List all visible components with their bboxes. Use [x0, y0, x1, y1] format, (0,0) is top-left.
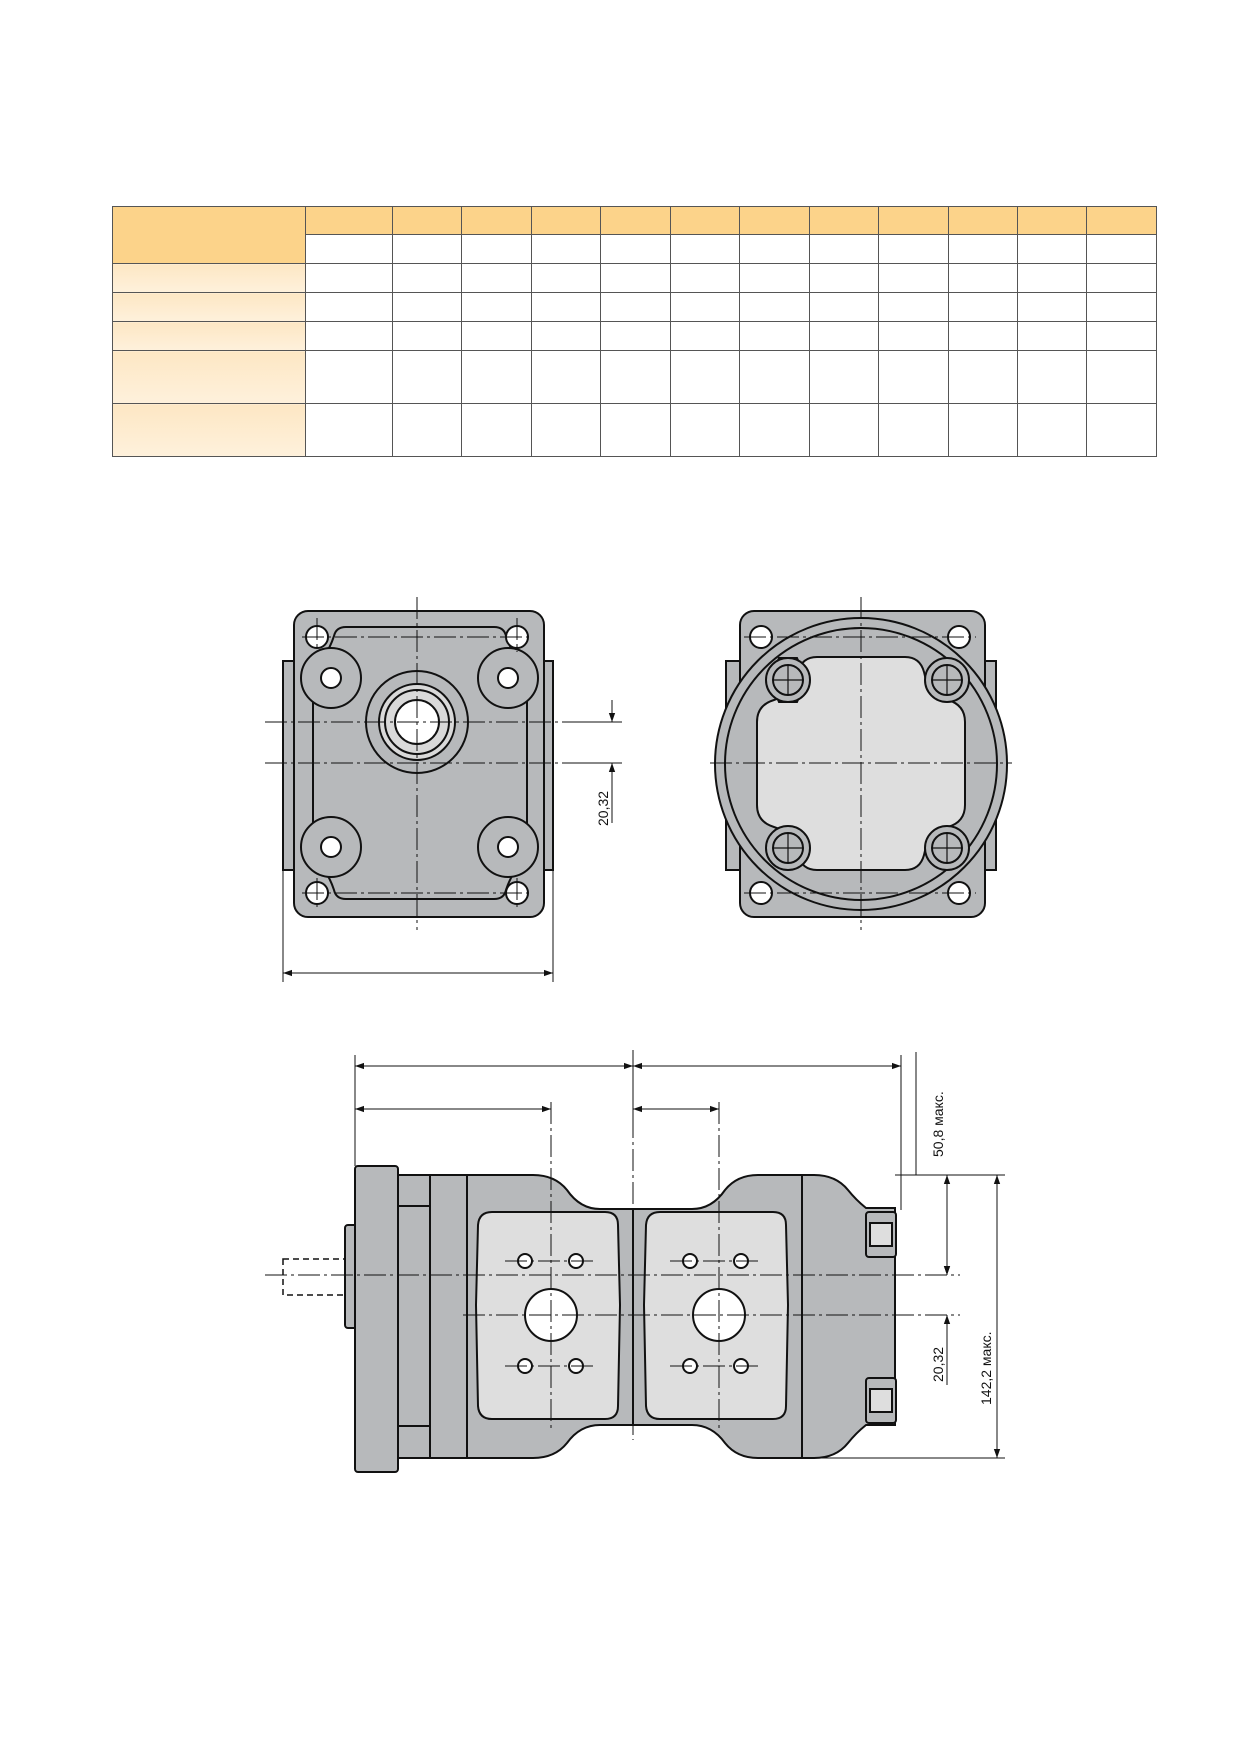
table-cell	[530, 234, 602, 264]
side-offset-dimension: 20,32	[930, 1347, 946, 1382]
table-cell	[808, 263, 880, 293]
table-cell	[947, 234, 1019, 264]
table-cell	[947, 403, 1019, 457]
table-cell	[305, 350, 393, 404]
header-cell	[878, 206, 949, 235]
mounting-flange	[354, 1165, 399, 1473]
table-cell	[878, 403, 949, 457]
table-cell	[1086, 403, 1157, 457]
table-cell	[530, 350, 602, 404]
table-cell	[808, 403, 880, 457]
table-cell	[600, 292, 671, 322]
front-offset-dimension: 20,32	[595, 791, 611, 826]
table-cell	[739, 263, 810, 293]
header-cell	[530, 206, 602, 235]
table-cell	[669, 292, 741, 322]
header-cell	[1017, 206, 1088, 235]
header-cell	[669, 206, 741, 235]
table-cell	[878, 234, 949, 264]
header-cell	[461, 206, 532, 235]
row-label-cell	[111, 292, 307, 322]
table-cell	[530, 292, 602, 322]
bolt-hole	[497, 667, 519, 689]
table-cell	[947, 321, 1019, 351]
side-height-dimension: 142,2 макс.	[978, 1331, 994, 1405]
header-cell	[391, 206, 463, 235]
table-cell	[878, 321, 949, 351]
side-top-dimension: 50,8 макс.	[930, 1091, 946, 1157]
table-cell	[739, 403, 810, 457]
table-cell	[1017, 292, 1088, 322]
table-cell	[808, 234, 880, 264]
row-label-cell	[111, 321, 307, 351]
table-cell	[808, 292, 880, 322]
table-cell	[391, 234, 463, 264]
header-cell	[808, 206, 880, 235]
rear-bolt	[765, 657, 811, 703]
table-cell	[1017, 350, 1088, 404]
table-row	[111, 403, 1157, 457]
end-nut-face	[869, 1222, 893, 1247]
table-cell	[947, 292, 1019, 322]
rear-bolt	[765, 825, 811, 871]
row-label-cell	[111, 403, 307, 457]
table-cell	[530, 403, 602, 457]
header-cell	[600, 206, 671, 235]
table-cell	[1017, 403, 1088, 457]
header-cell	[739, 206, 810, 235]
flange-neck	[397, 1204, 431, 1429]
bolt-hole	[320, 836, 342, 858]
rear-bolt	[924, 657, 970, 703]
header-cell	[947, 206, 1019, 235]
table-cell	[669, 403, 741, 457]
table-cell	[461, 403, 532, 457]
side-dimensions	[354, 1050, 1005, 1459]
rear-centerlines	[710, 597, 1012, 930]
table-row	[111, 263, 1157, 293]
table-cell	[1086, 292, 1157, 322]
front-centerlines	[265, 597, 570, 930]
table-cell	[305, 292, 393, 322]
flange-step	[397, 1174, 431, 1207]
table-cell	[669, 263, 741, 293]
table-cell	[391, 403, 463, 457]
table-cell	[600, 321, 671, 351]
bolt-hole	[497, 836, 519, 858]
end-nut-face	[869, 1388, 893, 1413]
table-cell	[739, 350, 810, 404]
rear-bolt	[924, 825, 970, 871]
table-cell	[1017, 263, 1088, 293]
table-cell	[530, 321, 602, 351]
spec-table	[111, 206, 1157, 457]
table-cell	[305, 403, 393, 457]
table-cell	[600, 234, 671, 264]
side-centerlines	[265, 1050, 960, 1440]
table-cell	[305, 263, 393, 293]
side-view	[282, 1165, 897, 1473]
header-cell	[1086, 206, 1157, 235]
front-dimensions	[282, 700, 622, 982]
bolt-hole	[320, 667, 342, 689]
flange-step	[397, 1425, 431, 1459]
table-cell	[600, 350, 671, 404]
table-cell	[1086, 321, 1157, 351]
table-cell	[1086, 350, 1157, 404]
table-cell	[600, 403, 671, 457]
table-cell	[878, 292, 949, 322]
table-cell	[669, 321, 741, 351]
front-view	[282, 610, 554, 918]
table-cell	[739, 321, 810, 351]
